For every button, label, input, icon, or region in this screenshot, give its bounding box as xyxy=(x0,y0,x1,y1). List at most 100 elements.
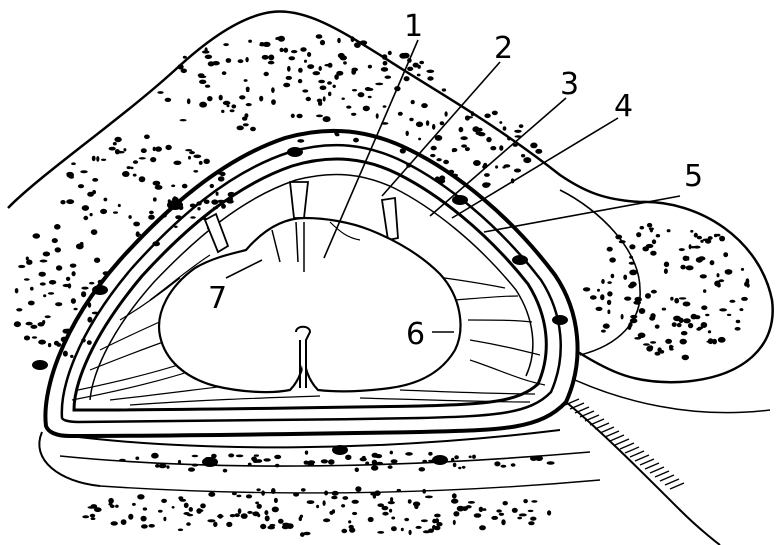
stipple-dot xyxy=(713,233,718,238)
stipple-dot xyxy=(201,50,210,54)
stipple-dot xyxy=(473,513,482,518)
stipple-dot xyxy=(83,215,89,221)
stipple-dot xyxy=(198,160,203,165)
stipple-dot xyxy=(268,54,275,61)
lower-band-1 xyxy=(69,429,561,449)
stipple-dot xyxy=(348,520,352,524)
stipple-dot xyxy=(646,222,653,228)
stipple-dot xyxy=(643,343,650,346)
stipple-dot xyxy=(209,183,214,189)
stipple-dot xyxy=(714,280,721,287)
stipple-dot xyxy=(92,190,96,195)
stipple-dot xyxy=(55,265,63,271)
stipple-dot xyxy=(115,504,119,508)
stipple-dot xyxy=(528,521,535,526)
stipple-dot xyxy=(390,459,398,464)
stipple-dot xyxy=(454,455,459,460)
stipple-dot xyxy=(173,196,177,201)
stipple-dot xyxy=(517,516,522,520)
callout-1: 1 xyxy=(404,9,423,44)
stipple-dot xyxy=(681,354,689,361)
stipple-dot xyxy=(342,496,349,500)
stipple-dot xyxy=(269,523,276,527)
stipple-dot xyxy=(523,499,528,504)
stipple-dot xyxy=(152,146,156,152)
stipple-dot xyxy=(278,518,284,524)
stipple-dot xyxy=(352,89,357,92)
stipple-dot xyxy=(702,238,710,242)
stipple-dot xyxy=(377,531,385,534)
stipple-dot xyxy=(197,207,201,211)
stipple-dot xyxy=(37,322,45,327)
stipple-dot xyxy=(181,183,188,189)
lower-right-contour-2 xyxy=(574,379,771,414)
stipple-dot xyxy=(639,225,645,230)
stipple-dot xyxy=(527,509,534,513)
stipple-dot xyxy=(259,42,265,46)
stipple-dot xyxy=(477,132,486,136)
stipple-dot xyxy=(452,519,456,526)
stipple-dot xyxy=(624,296,632,301)
stipple-dot xyxy=(451,498,459,504)
stipple-dot xyxy=(204,84,211,88)
stipple-dot xyxy=(351,67,358,72)
stipple-dot xyxy=(148,214,155,220)
stipple-dot xyxy=(685,265,694,271)
stipple-dot xyxy=(535,455,543,461)
hatch-stroke xyxy=(589,418,605,426)
stipple-dot xyxy=(637,332,646,339)
spinal-cord xyxy=(157,216,462,394)
stipple-dot xyxy=(73,307,78,311)
stipple-dot xyxy=(173,160,182,165)
stipple-dot xyxy=(243,79,248,82)
stipple-dot xyxy=(87,316,93,323)
stipple-dot xyxy=(535,148,543,154)
stipple-dot xyxy=(207,96,213,102)
stipple-dot xyxy=(123,148,127,152)
stipple-dot xyxy=(108,146,116,151)
stipple-dot xyxy=(324,63,333,67)
stipple-dot xyxy=(263,71,269,77)
stipple-dot xyxy=(245,103,252,107)
stipple-dot xyxy=(271,99,276,105)
leader-line-7 xyxy=(225,259,263,279)
stipple-dot xyxy=(461,465,466,469)
stipple-dot xyxy=(165,144,172,151)
stipple-dot xyxy=(65,276,71,281)
stipple-dot xyxy=(261,54,269,60)
stipple-dot xyxy=(530,516,537,521)
stipple-dot xyxy=(240,513,248,519)
stipple-dot xyxy=(158,463,167,469)
stipple-dot xyxy=(246,89,250,92)
stipple-dot xyxy=(54,247,61,253)
stipple-dot xyxy=(663,261,670,268)
stipple-dot xyxy=(354,467,359,473)
stipple-dot xyxy=(607,309,611,315)
stipple-dot xyxy=(439,121,445,126)
stipple-dot xyxy=(150,157,157,163)
stipple-dot xyxy=(434,513,441,518)
stipple-dot xyxy=(320,459,328,464)
stipple-dot xyxy=(188,467,195,472)
stipple-dot xyxy=(665,338,672,344)
stipple-dot xyxy=(686,256,690,261)
stipple-dot xyxy=(629,281,637,288)
stipple-dot xyxy=(114,149,120,155)
stipple-dot xyxy=(502,126,507,131)
stipple-dot xyxy=(735,319,741,324)
stipple-dot xyxy=(135,231,140,238)
stipple-dot xyxy=(193,170,199,173)
stipple-dot xyxy=(71,162,76,165)
stipple-dot xyxy=(303,531,311,536)
stipple-dot xyxy=(318,79,325,84)
stipple-dot xyxy=(247,510,253,514)
stipple-dot xyxy=(512,143,518,147)
stipple-dot xyxy=(307,460,316,465)
stipple-dot xyxy=(547,510,552,516)
stipple-dot xyxy=(166,465,170,469)
stipple-dot xyxy=(405,130,409,136)
stipple-dot xyxy=(420,519,428,523)
callout-7: 7 xyxy=(208,281,227,316)
upper-tissue-outline xyxy=(7,10,774,384)
stipple-dot xyxy=(92,178,99,182)
